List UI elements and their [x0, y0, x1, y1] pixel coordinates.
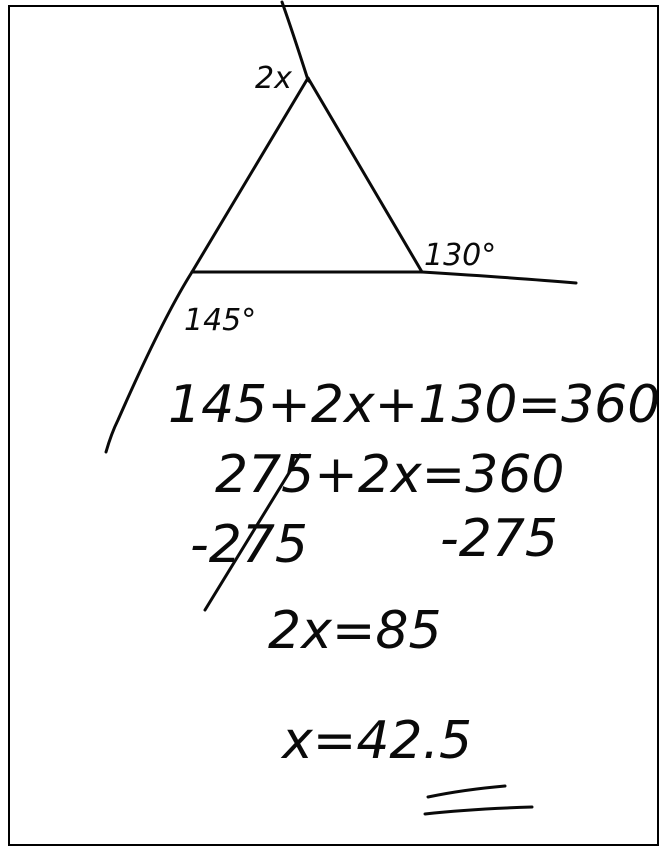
- cross-out-slash: [203, 453, 302, 612]
- triangle-base: [190, 270, 578, 285]
- angle-label-top: 2x: [255, 61, 292, 96]
- page-border: [8, 5, 659, 846]
- equation-line-5: x=42.5: [280, 711, 472, 771]
- equation-line-1: 145+2x+130=360: [168, 375, 660, 435]
- answer-underline-2: [423, 805, 534, 816]
- triangle-right-side: [306, 76, 424, 274]
- angle-label-right: 130°: [424, 238, 496, 273]
- triangle-left-side: [190, 76, 310, 274]
- angle-label-left: 145°: [184, 303, 256, 338]
- equation-line-4: 2x=85: [268, 601, 442, 661]
- equation-line-3-right: -275: [440, 509, 558, 569]
- answer-underline-1: [426, 784, 507, 799]
- equation-line-3-left: -275: [190, 515, 308, 575]
- equation-line-2: 275+2x=360: [215, 445, 565, 505]
